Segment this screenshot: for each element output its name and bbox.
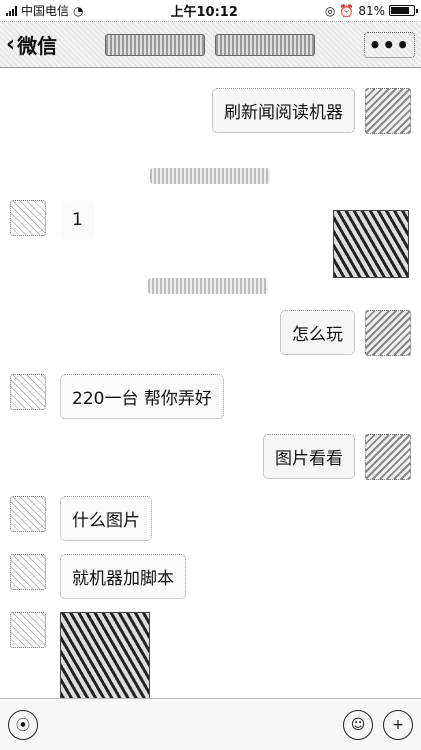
alarm-icon: ⏰	[339, 3, 355, 18]
lock-rotation-icon: ◎	[324, 3, 336, 18]
status-time: 上午10:12	[170, 5, 238, 20]
message-row	[10, 612, 150, 712]
message-bubble[interactable]: 刷新闻阅读机器	[212, 88, 355, 133]
battery-fill	[391, 7, 409, 14]
timestamp	[148, 278, 268, 294]
message-bubble[interactable]: 什么图片	[60, 496, 152, 541]
status-bar: 中国电信 ◔ 上午10:12 ◎ ⏰ 81%	[0, 0, 421, 22]
message-bubble[interactable]: 就机器加脚本	[60, 554, 186, 599]
message-row: 1	[10, 200, 95, 240]
avatar[interactable]	[10, 612, 46, 648]
message-bubble[interactable]: 220一台 帮你弄好	[60, 374, 224, 419]
title-blur-1	[105, 33, 206, 56]
message-row: 什么图片	[10, 496, 152, 541]
avatar[interactable]	[10, 554, 46, 590]
message-bubble[interactable]: 1	[60, 200, 95, 240]
avatar[interactable]	[10, 496, 46, 532]
avatar[interactable]	[10, 374, 46, 410]
title-blur-2	[215, 33, 316, 56]
timestamp	[150, 168, 270, 184]
signal-icon	[6, 5, 17, 16]
image-message[interactable]	[60, 612, 150, 712]
chevron-left-icon: ‹	[6, 32, 16, 57]
message-row: 刷新闻阅读机器	[212, 88, 411, 134]
input-bar: ⦿ ☺ +	[0, 698, 421, 750]
chat-area[interactable]: 刷新闻阅读机器 1 怎么玩 220一台 帮你弄好 图片看看 什么图片 就机器加脚…	[0, 68, 421, 712]
emoji-icon[interactable]: ☺	[343, 709, 373, 740]
more-button[interactable]: •••	[363, 31, 415, 58]
status-right: ◎ ⏰ 81%	[324, 3, 418, 18]
message-row: 图片看看	[263, 434, 411, 480]
avatar[interactable]	[365, 88, 411, 134]
message-bubble[interactable]: 图片看看	[263, 434, 355, 479]
message-row: 220一台 帮你弄好	[10, 374, 224, 419]
message-row: 怎么玩	[280, 310, 411, 356]
nav-bar: ‹ 微信 •••	[0, 22, 421, 68]
message-row	[333, 210, 409, 278]
battery-percent: 81%	[358, 3, 385, 18]
input-bar-right: ☺ +	[343, 709, 413, 740]
avatar[interactable]	[365, 310, 411, 356]
plus-icon[interactable]: +	[383, 709, 413, 740]
message-row: 就机器加脚本	[10, 554, 186, 599]
message-bubble[interactable]: 怎么玩	[280, 310, 355, 355]
carrier-label: 中国电信	[21, 4, 70, 18]
page-title	[105, 33, 316, 56]
avatar[interactable]	[10, 200, 46, 236]
voice-icon[interactable]: ⦿	[8, 709, 38, 740]
status-left: 中国电信 ◔	[6, 2, 84, 19]
back-button[interactable]: ‹ 微信	[6, 30, 57, 59]
wifi-icon: ◔	[73, 3, 84, 18]
battery-icon	[389, 5, 418, 16]
back-label: 微信	[17, 34, 58, 58]
avatar[interactable]	[365, 434, 411, 480]
image-message[interactable]	[333, 210, 409, 278]
